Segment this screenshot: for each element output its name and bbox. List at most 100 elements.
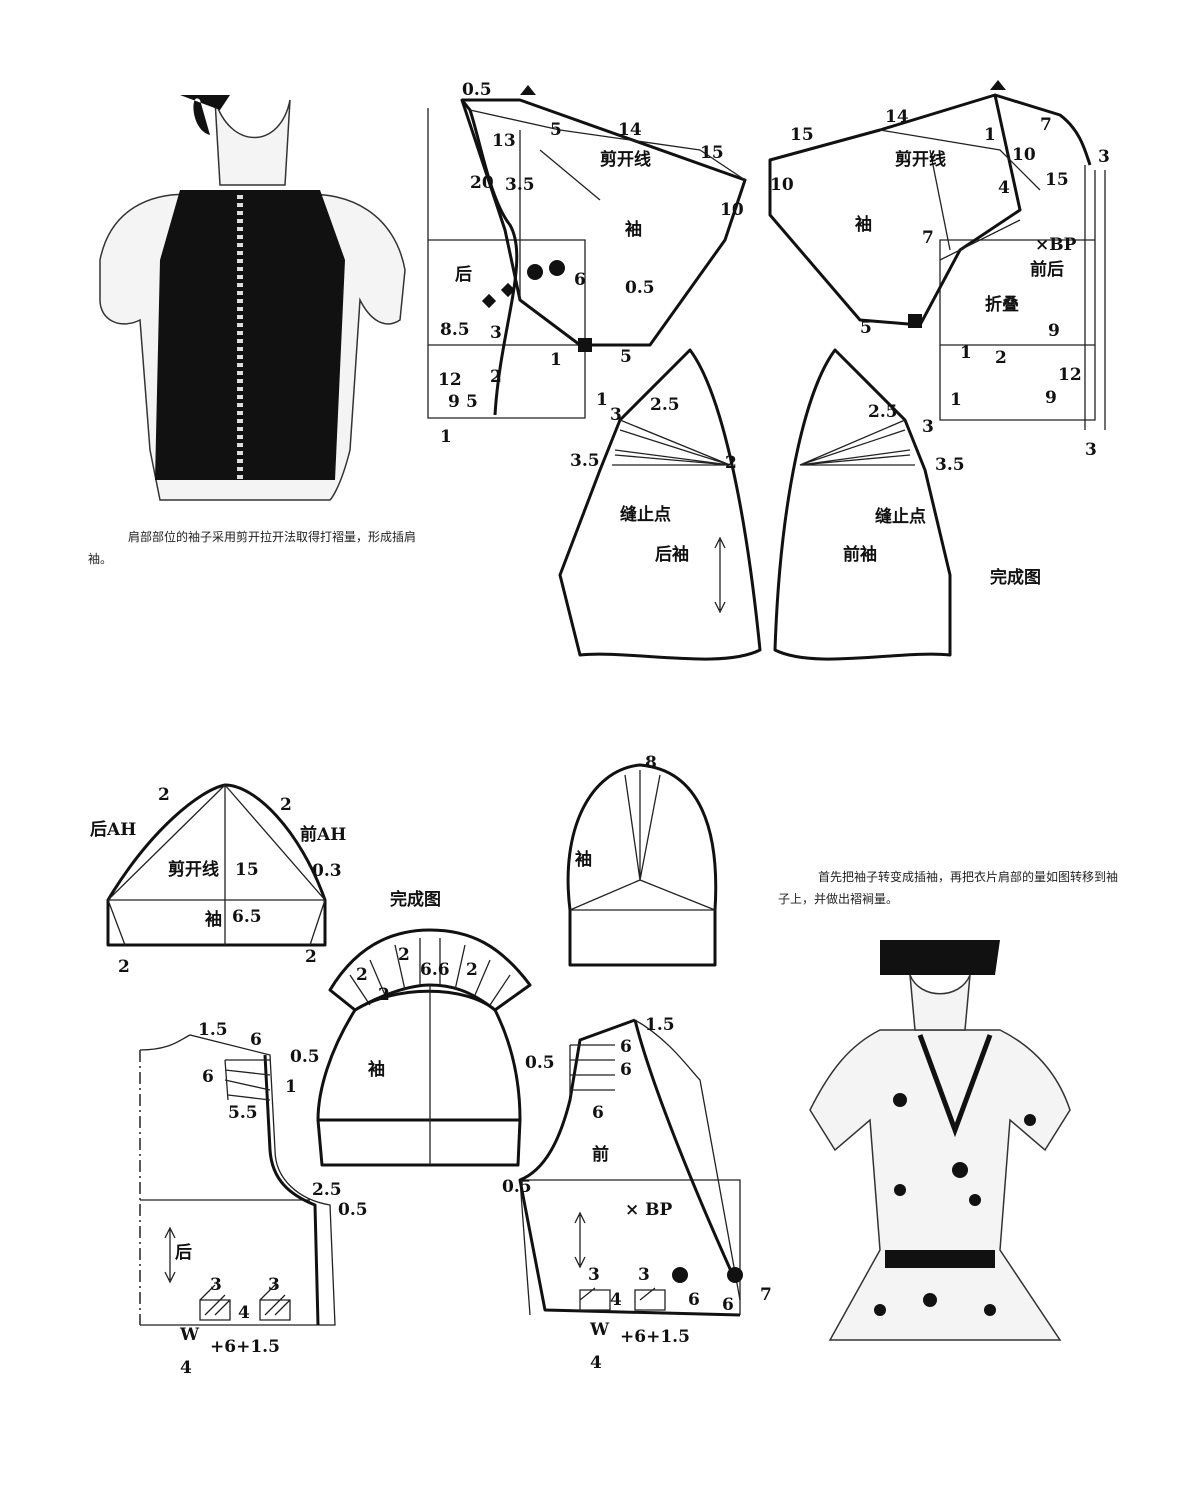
bottom-finished-label: 袖: [368, 1059, 385, 1080]
back-bodice-label: 6: [202, 1067, 214, 1087]
back-raglan-label: 0.5: [462, 80, 492, 100]
back-bodice-label: 4: [180, 1358, 192, 1378]
back-raglan-draft: [427, 85, 747, 419]
bottom-finished-label: 6.6: [420, 960, 450, 980]
back-raglan-label: 9: [448, 392, 460, 412]
sleeve-draft-label: 15: [235, 860, 259, 880]
sleeve-draft-label: 剪开线: [168, 859, 219, 880]
finished-sleeves-label: 前袖: [843, 544, 877, 565]
front-raglan-label: 15: [790, 125, 814, 145]
sleeve-draft-label: 前AH: [300, 824, 346, 845]
front-bodice: [518, 1018, 743, 1317]
back-raglan-label: 2: [490, 367, 502, 387]
front-raglan-label: 7: [922, 228, 934, 248]
back-raglan-label: 20: [470, 173, 494, 193]
back-bodice-label: 1.5: [198, 1020, 228, 1040]
back-raglan-label: 3: [490, 323, 502, 343]
back-bodice-label: W: [179, 1325, 200, 1345]
back-raglan-label: 12: [438, 370, 462, 390]
front-bodice-label: 6: [592, 1103, 604, 1123]
back-bodice-label: +6+1.5: [210, 1337, 280, 1357]
sleeve-draft-label: 0.3: [312, 861, 342, 881]
front-raglan-label: 袖: [855, 214, 872, 235]
front-bodice-label: 6: [620, 1037, 632, 1057]
finished-sleeves-label: 3: [922, 417, 934, 437]
back-raglan-label: 1: [550, 350, 562, 370]
bottom-finished-label: 8: [645, 753, 657, 773]
front-raglan-label: 剪开线: [895, 149, 946, 170]
back-bodice-label: 0.5: [290, 1047, 320, 1067]
finished-sleeves-label: 2: [725, 453, 737, 473]
front-bodice-label: 0.5: [525, 1053, 555, 1073]
sleeve-outline: [566, 763, 718, 967]
front-raglan-label: 12: [1058, 365, 1082, 385]
front-raglan-label: 9: [1045, 388, 1057, 408]
bottom-finished-label: 2: [378, 985, 390, 1005]
back-raglan-label: 13: [492, 131, 516, 151]
finished-sleeves-label: 3.5: [570, 451, 600, 471]
front-raglan-label: 7: [1040, 115, 1052, 135]
caption-bottom: 首先把袖子转变成插袖，再把衣片肩部的量如图转移到袖子上，并做出褶裥量。: [778, 870, 1119, 906]
bottom-finished-label: 2: [356, 965, 368, 985]
front-raglan-draft: [768, 80, 1106, 430]
finished-sleeves-label: 3: [610, 405, 622, 425]
front-raglan-label: 9: [1048, 321, 1060, 341]
finished-sleeves-label: 缝止点: [875, 506, 926, 527]
front-raglan-label: 4: [998, 178, 1010, 198]
front-raglan-label: 10: [770, 175, 794, 195]
front-bodice-label: 7: [760, 1285, 772, 1305]
front-raglan-label: 10: [1012, 145, 1036, 165]
sleeve-draft-label: 2: [280, 795, 292, 815]
front-bodice-label: 4: [590, 1353, 602, 1373]
front-bodice-label: 3: [588, 1265, 600, 1285]
front-raglan-label: 1: [984, 125, 996, 145]
front-bodice-label: 前: [592, 1144, 609, 1165]
front-bodice-label: × BP: [625, 1200, 673, 1220]
front-bodice-label: +6+1.5: [620, 1327, 690, 1347]
back-raglan-label: 14: [618, 120, 642, 140]
back-bodice-label: 6: [250, 1030, 262, 1050]
sleeve-draft-label: 2: [305, 947, 317, 967]
back-raglan-label: 15: [700, 143, 724, 163]
finished-sleeves-label: 缝止点: [620, 504, 671, 525]
front-bodice-label: 1.5: [645, 1015, 675, 1035]
front-bodice-label: 6: [688, 1290, 700, 1310]
back-raglan-label: 5: [466, 392, 478, 412]
back-bodice-label: 后: [175, 1243, 192, 1263]
front-bodice-label: 0.5: [502, 1177, 532, 1197]
front-raglan-label: 2: [995, 348, 1007, 368]
front-raglan-label: 1: [960, 343, 972, 363]
front-raglan-label: 3: [1085, 440, 1097, 460]
back-raglan-label: 剪开线: [600, 149, 651, 170]
front-bodice-label: 6: [722, 1295, 734, 1315]
front-bodice-label: 4: [610, 1290, 622, 1310]
back-raglan-label: 10: [720, 200, 744, 220]
finished-sleeves-label: 2.5: [650, 395, 680, 415]
finished-sleeves-label: 后袖: [655, 544, 689, 565]
front-bodice-label: W: [589, 1320, 610, 1340]
sleeve-draft-label: 袖: [205, 909, 222, 930]
sleeve-draft-label: 6.5: [232, 907, 262, 927]
back-raglan-label: 6: [574, 270, 586, 290]
back-raglan-label: 8.5: [440, 320, 470, 340]
bottom-finished-label: 2: [398, 945, 410, 965]
back-raglan-label: 5: [550, 120, 562, 140]
illustration-raglan-blouse: [99, 95, 406, 501]
finished-sleeves-label: 完成图: [990, 567, 1041, 588]
finished-sleeves: [558, 348, 952, 661]
back-bodice-label: 4: [238, 1303, 250, 1323]
bottom-finished-label: 2: [466, 960, 478, 980]
back-bodice-label: 3: [268, 1275, 280, 1295]
finished-sleeves-label: 3.5: [935, 455, 965, 475]
sleeve-draft-label: 2: [118, 957, 130, 977]
front-raglan-label: 前后: [1030, 259, 1064, 280]
front-raglan-label: 1: [950, 390, 962, 410]
sleeve-draft: [106, 783, 327, 947]
illustration-wrap-dress: [809, 940, 1071, 1341]
finished-sleeves-label: 2.5: [868, 402, 898, 422]
back-bodice-label: 5.5: [228, 1103, 258, 1123]
back-bodice-label: 0.5: [338, 1200, 368, 1220]
back-bodice-label: 2.5: [312, 1180, 342, 1200]
